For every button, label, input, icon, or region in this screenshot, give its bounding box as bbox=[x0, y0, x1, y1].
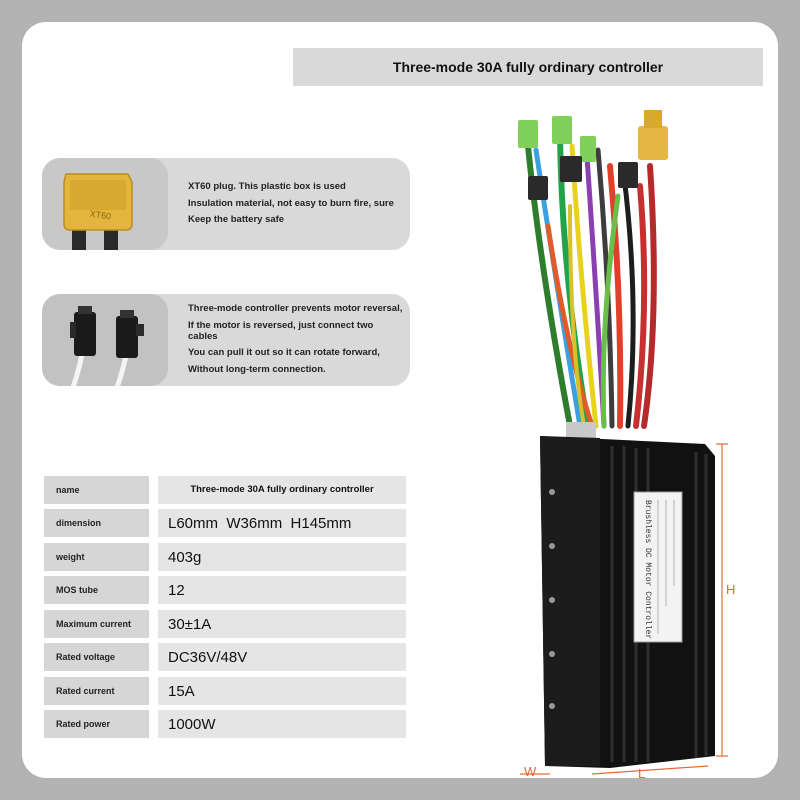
spec-row: Rated power 1000W bbox=[44, 710, 406, 738]
feature-line: Three-mode controller prevents motor rev… bbox=[188, 302, 403, 314]
spec-name: Rated voltage bbox=[44, 643, 149, 671]
feature-xt60: XT60 XT60 plug. This plastic box is used… bbox=[42, 158, 410, 250]
feature-line: Without long-term connection. bbox=[188, 364, 326, 376]
xt60-connector bbox=[638, 126, 668, 160]
spec-name: weight bbox=[44, 543, 149, 571]
motor-connector-icon bbox=[42, 294, 168, 386]
connector-black bbox=[618, 162, 638, 188]
spec-name: name bbox=[44, 476, 149, 504]
feature-line: Insulation material, not easy to burn fi… bbox=[188, 197, 394, 209]
spec-value: L60mm W36mm H145mm bbox=[158, 509, 406, 537]
spec-row: weight 403g bbox=[44, 543, 406, 571]
dimension-lines bbox=[520, 443, 728, 775]
spec-row: MOS tube 12 bbox=[44, 576, 406, 604]
feature-line: Keep the battery safe bbox=[188, 214, 285, 226]
connector-green bbox=[552, 116, 572, 144]
feature-line: If the motor is reversed, just connect t… bbox=[188, 319, 374, 342]
spec-row: dimension L60mm W36mm H145mm bbox=[44, 509, 406, 537]
xt60-label: XT60 bbox=[89, 209, 112, 222]
spec-value: Three-mode 30A fully ordinary controller bbox=[158, 476, 406, 504]
spec-value: 403g bbox=[158, 543, 406, 571]
feature-line: XT60 plug. This plastic box is used bbox=[188, 180, 346, 192]
xt60-plug-icon: XT60 bbox=[42, 158, 168, 250]
connector-black bbox=[560, 156, 582, 182]
dimension-w-label: W bbox=[524, 764, 537, 778]
dimension-l-label: L bbox=[638, 766, 645, 778]
spec-value: 30±1A bbox=[158, 610, 406, 638]
connector-green bbox=[518, 120, 538, 148]
spec-value: 12 bbox=[158, 576, 406, 604]
product-card: Three-mode 30A fully ordinary controller… bbox=[22, 22, 778, 778]
spec-value: 1000W bbox=[158, 710, 406, 738]
controller-label-text: Brushless DC Motor Controller bbox=[643, 500, 652, 639]
feature-xt60-text: XT60 plug. This plastic box is used Insu… bbox=[188, 158, 404, 250]
spec-name: Rated current bbox=[44, 677, 149, 705]
feature-reverse-text: Three-mode controller prevents motor rev… bbox=[188, 294, 404, 386]
feature-reverse-protection: Three-mode controller prevents motor rev… bbox=[42, 294, 410, 386]
spec-row: name Three-mode 30A fully ordinary contr… bbox=[44, 476, 406, 504]
spec-name: Rated power bbox=[44, 710, 149, 738]
spec-value: 15A bbox=[158, 677, 406, 705]
spec-name: MOS tube bbox=[44, 576, 149, 604]
spec-row: Maximum current 30±1A bbox=[44, 610, 406, 638]
spec-name: dimension bbox=[44, 509, 149, 537]
connector-black bbox=[528, 176, 548, 200]
connector-green bbox=[580, 136, 596, 162]
feature-line: You can pull it out so it can rotate for… bbox=[188, 347, 380, 359]
spec-row: Rated voltage DC36V/48V bbox=[44, 643, 406, 671]
spec-value: DC36V/48V bbox=[158, 643, 406, 671]
dimension-h-label: H bbox=[726, 582, 735, 597]
spec-row: Rated current 15A bbox=[44, 677, 406, 705]
controller-image: Brushless DC Motor Controller H W L bbox=[500, 106, 770, 778]
page-title: Three-mode 30A fully ordinary controller bbox=[293, 48, 763, 86]
spec-name: Maximum current bbox=[44, 610, 149, 638]
